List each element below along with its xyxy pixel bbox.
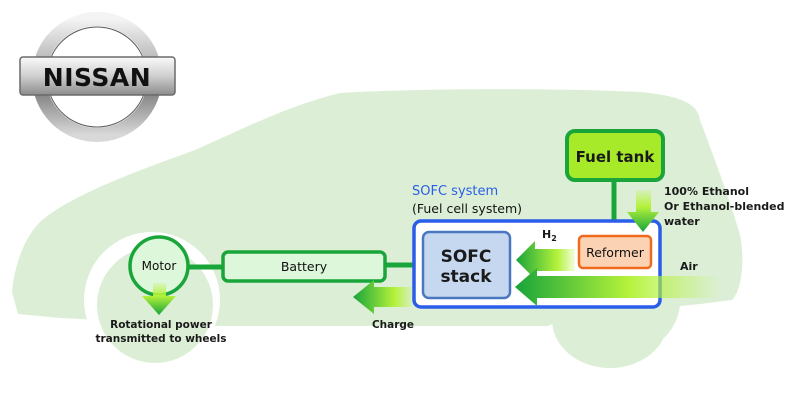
- hydrogen-subscript: 2: [551, 234, 557, 243]
- fuel-tank: Fuel tank: [565, 129, 665, 182]
- reformer-label: Reformer: [586, 245, 645, 260]
- sofc-stack: SOFC stack: [421, 230, 512, 300]
- motor: Motor: [128, 235, 190, 297]
- fuel-input-label-line3: water: [664, 215, 700, 228]
- charge-arrow: [353, 280, 412, 314]
- reformer: Reformer: [577, 234, 653, 270]
- motor-label: Motor: [142, 259, 177, 273]
- sofc-system-subtitle: (Fuel cell system): [412, 201, 522, 216]
- sofc-system-title: SOFC system: [412, 184, 498, 199]
- air-arrow: [515, 268, 720, 306]
- fuel-input-arrow: [627, 190, 659, 232]
- sofc-stack-label-line1: SOFC: [441, 247, 492, 267]
- fuel-input-label-line1: 100% Ethanol: [664, 185, 749, 198]
- hydrogen-label: H2: [542, 228, 557, 243]
- sofc-stack-label-line2: stack: [440, 267, 492, 287]
- battery-label: Battery: [281, 259, 328, 274]
- flow-labels: 100% Ethanol Or Ethanol-blended water H2…: [95, 185, 784, 345]
- fuel-tank-label: Fuel tank: [576, 148, 656, 166]
- battery: Battery: [221, 250, 387, 283]
- air-label: Air: [680, 260, 698, 273]
- nissan-wordmark: NISSAN: [43, 63, 151, 92]
- hydrogen-arrow: [516, 241, 575, 279]
- charge-label: Charge: [372, 319, 414, 331]
- rotational-power-arrow: [142, 283, 176, 315]
- rotational-power-label-line1: Rotational power: [110, 319, 213, 331]
- hydrogen-symbol: H: [542, 228, 551, 241]
- rotational-power-label-line2: transmitted to wheels: [95, 333, 226, 345]
- fuel-input-label-line2: Or Ethanol-blended: [664, 200, 785, 213]
- flow-arrows: [142, 190, 720, 315]
- nissan-logo: NISSAN: [19, 12, 176, 142]
